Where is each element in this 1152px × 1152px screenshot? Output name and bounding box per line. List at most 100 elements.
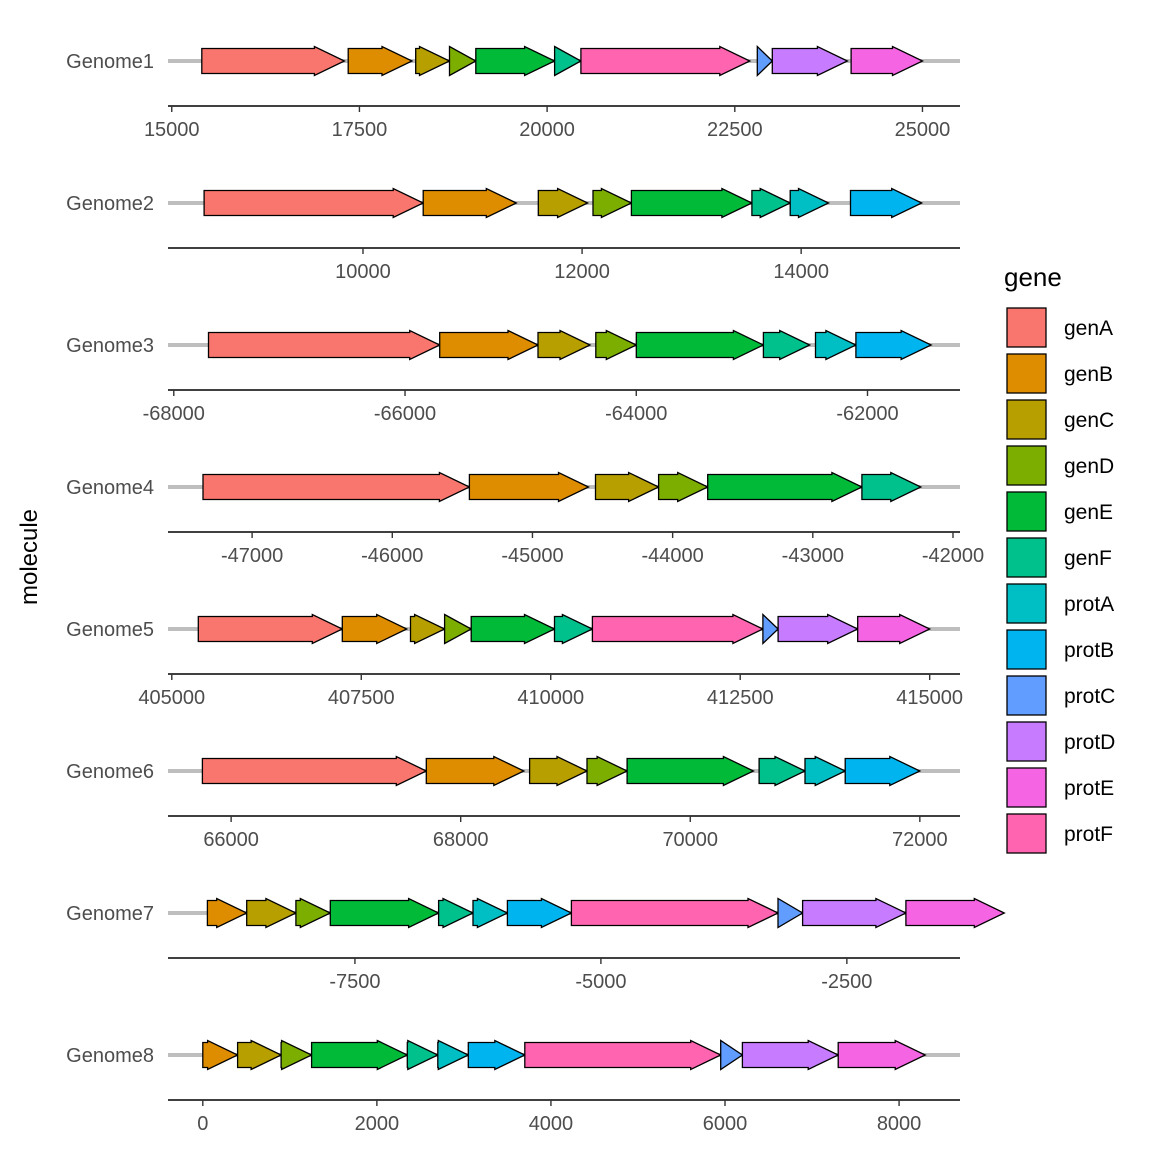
gene-arrow-genF [553, 613, 594, 645]
x-tick-label: 72000 [892, 829, 948, 851]
x-tick-label: -47000 [221, 545, 283, 567]
x-tick-label: -62000 [836, 403, 898, 425]
x-tick-label: 25000 [895, 119, 951, 141]
gene-arrow-genA [207, 329, 442, 361]
gene-arrow-protC [756, 44, 774, 78]
legend-key-genB [1006, 353, 1047, 394]
gene-arrow-protA [814, 329, 858, 361]
legend-label: protC [1064, 685, 1115, 708]
legend-key-protD [1006, 721, 1047, 762]
x-tick-label: 12000 [554, 261, 610, 283]
gene-arrow-protB [844, 755, 922, 787]
x-tick-label: -45000 [501, 545, 563, 567]
gene-arrow-genB [347, 45, 414, 77]
x-tick-label: 412500 [707, 687, 774, 709]
gene-arrow-protB [855, 329, 933, 361]
gene-arrow-genC [537, 329, 592, 361]
x-tick-label: 22500 [707, 119, 763, 141]
molecule-label: Genome3 [66, 335, 154, 357]
gene-arrow-genB [341, 613, 409, 645]
gene-arrow-genD [280, 1039, 314, 1071]
legend-key-genA [1006, 307, 1047, 348]
gene-arrow-genC [246, 897, 298, 929]
legend-entry: genE [1006, 491, 1113, 532]
gene-arrow-genB [422, 187, 518, 219]
gene-arrow-genD [592, 187, 633, 219]
gene-arrow-genD [595, 329, 638, 361]
gene-arrow-protB [849, 187, 924, 219]
legend-entry: genC [1006, 399, 1114, 440]
legend-entry: genD [1006, 445, 1114, 486]
legend-label: protA [1064, 593, 1114, 616]
legend-entry: genA [1006, 307, 1113, 348]
gene-arrow-genD [657, 471, 710, 503]
x-tick-label: -43000 [782, 545, 844, 567]
gene-arrow-genE [310, 1039, 409, 1071]
gene-arrow-genC [415, 45, 451, 77]
gene-arrow-genA [202, 471, 471, 503]
gene-arrow-genC [409, 613, 447, 645]
gene-arrow-genB [206, 897, 249, 929]
gene-arrow-protD [801, 897, 908, 929]
legend-key-genC [1006, 399, 1047, 440]
legend-entry: protD [1006, 721, 1115, 762]
legend-entry: protB [1006, 629, 1114, 670]
legend-entry: protF [1006, 813, 1113, 854]
gene-arrow-protA [804, 755, 847, 787]
legend-key-genF [1006, 537, 1047, 578]
molecule-panel: Genome4-47000-46000-45000-44000-43000-42… [66, 471, 984, 567]
legend-entry: genB [1006, 353, 1113, 394]
legend-label: protD [1064, 731, 1115, 754]
gene-arrow-genE [630, 187, 754, 219]
gene-arrow-protF [524, 1039, 723, 1071]
legend-label: genB [1064, 363, 1113, 386]
gene-arrow-genA [201, 45, 346, 77]
x-tick-label: 410000 [517, 687, 584, 709]
gene-arrow-protD [741, 1039, 840, 1071]
x-tick-label: -7500 [329, 971, 380, 993]
legend-key-protF [1006, 813, 1047, 854]
molecule-label: Genome2 [66, 193, 154, 215]
gene-arrow-protC [777, 897, 804, 929]
legend-label: genC [1064, 409, 1114, 432]
legend-key-genE [1006, 491, 1047, 532]
legend-label: protE [1064, 777, 1114, 800]
legend-label: genA [1064, 317, 1113, 340]
x-tick-label: 8000 [877, 1113, 922, 1135]
x-tick-label: 70000 [662, 829, 718, 851]
gene-arrow-protF [580, 45, 752, 77]
x-tick-label: -64000 [605, 403, 667, 425]
x-tick-label: 68000 [433, 829, 489, 851]
x-tick-label: 0 [197, 1113, 208, 1135]
legend-entry: protE [1006, 767, 1114, 808]
x-tick-label: 4000 [529, 1113, 574, 1135]
x-tick-label: 407500 [328, 687, 395, 709]
legend-key-genD [1006, 445, 1047, 486]
gene-arrow-protD [771, 45, 849, 77]
gene-arrow-genE [635, 329, 765, 361]
x-tick-label: -5000 [575, 971, 626, 993]
x-tick-label: 14000 [773, 261, 829, 283]
gene-arrow-genF [762, 329, 812, 361]
molecule-panel: Genome7-7500-5000-2500 [66, 897, 1006, 993]
gene-arrow-genF [751, 187, 792, 219]
legend-key-protA [1006, 583, 1047, 624]
gene-arrow-genF [406, 1039, 440, 1071]
molecule-label: Genome4 [66, 477, 154, 499]
gene-arrow-protA [789, 187, 830, 219]
gene-arrow-genF [437, 897, 475, 929]
molecule-panel: Genome3-68000-66000-64000-62000 [66, 329, 960, 425]
x-tick-label: 66000 [203, 829, 259, 851]
gene-arrow-protA [472, 897, 509, 929]
gene-arrow-genA [201, 755, 428, 787]
gene-arrow-genB [425, 755, 526, 787]
gene-arrow-protE [857, 613, 932, 645]
gene-arrow-genE [329, 897, 441, 929]
gene-arrow-protF [591, 613, 765, 645]
x-tick-label: 17500 [332, 119, 388, 141]
